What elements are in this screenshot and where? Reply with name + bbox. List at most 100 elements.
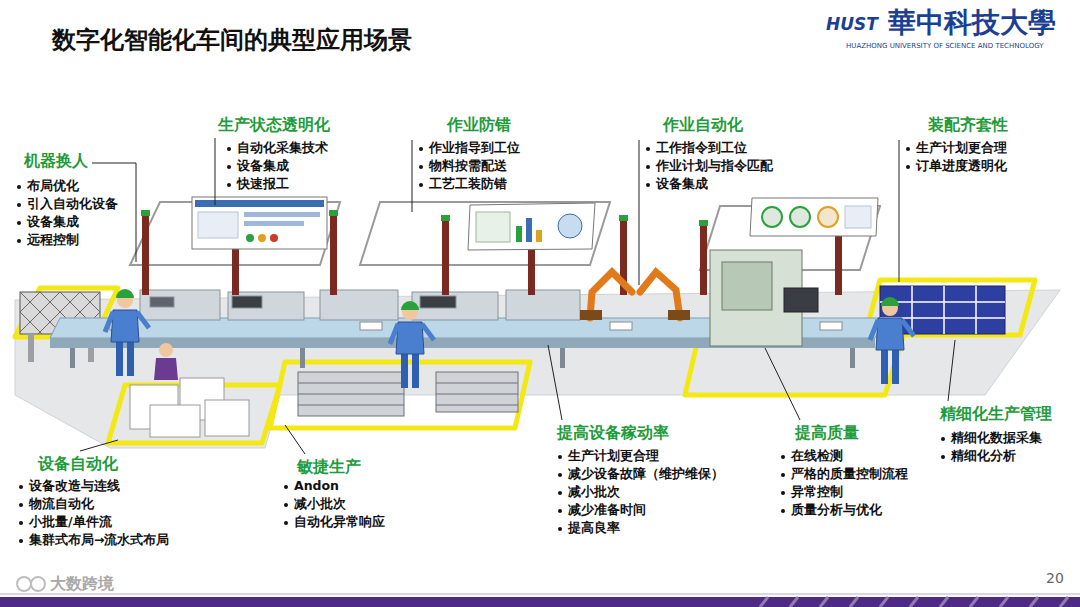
watermark-icon: [17, 577, 45, 591]
callout-item: 物流自动化: [18, 496, 94, 511]
pillar: [142, 215, 149, 295]
monitor-screen: [790, 207, 810, 227]
monitor-screen: [244, 212, 320, 217]
logo-mark: HUST: [826, 14, 878, 34]
material-cart: [436, 383, 518, 405]
material-cart: [298, 383, 404, 405]
callout-item: 引入自动化设备: [16, 196, 118, 211]
gantry-frame: [360, 202, 610, 265]
monitor-screen: [192, 197, 878, 250]
footer-band: [0, 594, 1080, 595]
callout-item: 减小批次: [557, 484, 620, 499]
logo-text: 華中科技大學: [888, 6, 1056, 40]
callout-item: 作业指导到工位: [418, 140, 520, 155]
pillar: [700, 225, 707, 295]
callout-item: 质量分析与优化: [780, 502, 882, 517]
callout-item: 异常控制: [780, 484, 843, 499]
worker-figure: [159, 343, 173, 357]
worker-figure: [870, 297, 914, 384]
leader-line: [215, 138, 216, 205]
callout-heading: 作业自动化: [663, 116, 743, 135]
part: [610, 322, 632, 330]
callout-heading: 敏捷生产: [297, 458, 361, 477]
callout-item: 设备集成: [16, 214, 79, 229]
callout-item: 提高良率: [557, 520, 620, 535]
leader-line: [80, 440, 118, 451]
inspection-cabinet: [710, 250, 818, 346]
robot-arm: [668, 310, 690, 320]
pillar: [330, 215, 337, 295]
slide-title: 数字化智能化车间的典型应用场景: [52, 26, 412, 55]
callout-item: 布局优化: [16, 178, 79, 193]
callout-heading: 提高质量: [795, 424, 859, 443]
callout-item: 精细化数据采集: [940, 430, 1042, 445]
callout-item: 精细化分析: [940, 448, 1016, 463]
callout-heading: 设备自动化: [38, 455, 118, 474]
robot-arm: [580, 272, 690, 320]
logo-subtitle: HUAZHONG UNIVERSITY OF SCIENCE AND TECHN…: [846, 42, 1044, 50]
monitor-screen: [246, 234, 254, 242]
monitor-screen: [195, 200, 324, 207]
pillar: [699, 220, 708, 226]
monitor-screen: [526, 218, 532, 242]
footer-band: [760, 597, 1068, 607]
machine-cage: [28, 334, 34, 362]
callout-heading: 精细化生产管理: [940, 405, 1052, 424]
callout-heading: 提高设备稼动率: [557, 424, 669, 443]
pillar: [442, 220, 449, 295]
leader-line: [639, 140, 640, 285]
workstation: [140, 290, 220, 320]
watermark-icon: [17, 577, 31, 591]
callout-item: 设备集成: [226, 158, 289, 173]
callout-item: 集群式布局→流水式布局: [18, 532, 169, 547]
watermark: 大数跨境: [50, 574, 114, 593]
callout-heading: 机器换人: [24, 152, 88, 171]
callout-item: 小批量/单件流: [18, 514, 112, 529]
part: [820, 322, 842, 330]
callout-item: 自动化异常响应: [283, 514, 385, 529]
monitor-screen: [558, 214, 582, 238]
conveyor: [560, 348, 565, 368]
callout-item: 远程控制: [16, 232, 79, 247]
watermark-icon: [31, 577, 45, 591]
footer-band: [0, 594, 1080, 607]
pillar: [329, 210, 338, 216]
material-box: [150, 405, 200, 437]
leader-line: [765, 348, 800, 420]
monitor-screen: [192, 197, 327, 249]
callout-item: 订单进度透明化: [905, 158, 1007, 173]
callout-item: 生产计划更合理: [557, 448, 659, 463]
part: [360, 322, 382, 330]
inspection-cabinet: [784, 288, 818, 312]
monitor-screen: [750, 198, 878, 236]
workstation: [228, 292, 304, 320]
workstation: [140, 290, 580, 320]
page-number: 20: [1046, 570, 1064, 587]
conveyor: [850, 348, 855, 368]
callout-item: 工作指令到工位: [645, 140, 747, 155]
callout-item: 工艺工装防错: [418, 176, 507, 191]
worker-figure: [154, 358, 178, 380]
monitor-screen: [536, 230, 542, 242]
worker-figure: [390, 301, 434, 388]
callout-heading: 生产状态透明化: [218, 116, 330, 135]
pillar: [441, 215, 450, 221]
inspection-cabinet: [722, 262, 772, 310]
conveyor: [300, 348, 305, 368]
callout-item: 设备改造与连线: [18, 478, 120, 493]
monitor-screen: [258, 234, 266, 242]
leader-line: [412, 140, 413, 212]
callout-item: 设备集成: [645, 176, 708, 191]
workstation: [412, 292, 498, 320]
conveyor: [70, 348, 75, 368]
monitor-screen: [244, 221, 304, 226]
callout-item: 减少设备故障（维护维保）: [557, 466, 724, 481]
material-box: [205, 400, 249, 436]
monitor-screen: [198, 212, 238, 238]
callout-item: 减小批次: [283, 496, 346, 511]
monitor-screen: [516, 226, 522, 242]
workstation: [420, 296, 456, 308]
callout-item: 减少准备时间: [557, 502, 646, 517]
workstation: [150, 297, 174, 307]
